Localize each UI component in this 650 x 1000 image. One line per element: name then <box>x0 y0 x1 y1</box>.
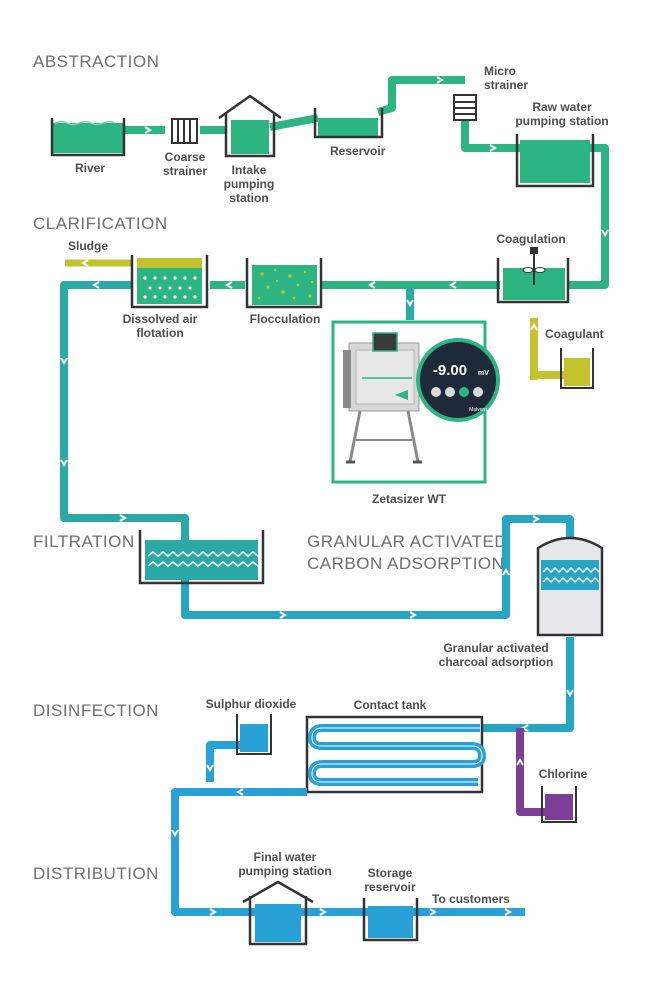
chlorine-tank <box>541 786 577 823</box>
daf-label-2: flotation <box>136 326 183 340</box>
daf-label-1: Dissolved air <box>123 312 198 326</box>
river-label: River <box>75 161 105 175</box>
coagulation-label: Coagulation <box>496 232 565 246</box>
sulphur-dioxide-label: Sulphur dioxide <box>206 697 297 711</box>
to-customers-label: To customers <box>432 892 510 906</box>
micro-strainer <box>453 94 477 121</box>
final-pumping-label-2: pumping station <box>238 864 331 878</box>
chlorine-label: Chlorine <box>539 767 588 781</box>
clarification-arrows <box>60 259 538 522</box>
storage-label-1: Storage <box>368 866 413 880</box>
screen-brand: Malvern <box>469 407 487 413</box>
section-abstraction: ABSTRACTION <box>33 52 159 71</box>
reservoir-tank <box>313 108 384 139</box>
filtration-tank <box>138 530 265 585</box>
intake-label-1: Intake <box>232 163 267 177</box>
zetasizer-panel: -9.00 mV Malvern <box>331 320 500 484</box>
abstraction-arrows <box>144 76 609 237</box>
coarse-strainer-label-1: Coarse <box>165 150 206 164</box>
raw-water-label-1: Raw water <box>532 100 592 114</box>
section-filtration: FILTRATION <box>33 532 135 551</box>
zeta-unit: mV <box>478 370 489 377</box>
zeta-value: -9.00 <box>433 362 467 379</box>
river-tank <box>50 118 126 157</box>
sulphur-dioxide-tank <box>236 714 272 755</box>
raw-water-pumping-station <box>515 134 595 188</box>
coarse-strainer <box>171 118 198 144</box>
zetasizer-label: Zetasizer WT <box>372 492 447 506</box>
coarse-strainer-label-2: strainer <box>163 164 207 178</box>
abstraction-pipes <box>125 76 609 289</box>
micro-strainer-label-2: strainer <box>484 78 528 92</box>
sludge-label: Sludge <box>68 239 108 253</box>
section-gac-line2: CARBON ADSORPTION <box>307 554 504 573</box>
contact-tank <box>305 715 487 794</box>
storage-reservoir <box>362 898 419 942</box>
section-clarification: CLARIFICATION <box>33 214 168 233</box>
flocculation-tank <box>245 258 323 309</box>
micro-strainer-label-1: Micro <box>484 64 516 78</box>
section-disinfection: DISINFECTION <box>33 701 159 720</box>
gac-label-1: Granular activated <box>443 641 548 655</box>
intake-pumping-station <box>218 94 282 158</box>
disinfection-arrows <box>171 758 524 916</box>
section-distribution: DISTRIBUTION <box>33 864 159 883</box>
flocculation-label: Flocculation <box>250 312 321 326</box>
coagulant-label: Coagulant <box>545 327 604 341</box>
storage-label-2: reservoir <box>364 880 416 894</box>
gac-vessel <box>536 536 604 637</box>
section-gac-line1: GRANULAR ACTIVATED <box>307 532 507 551</box>
final-pumping-station <box>242 880 314 946</box>
gac-label-2: charcoal adsorption <box>439 655 554 669</box>
dissolved-air-flotation-tank <box>130 255 209 309</box>
filtration-pipes <box>181 515 574 732</box>
coagulation-tank <box>496 247 570 304</box>
intake-label-2: pumping <box>224 177 275 191</box>
contact-tank-label: Contact tank <box>354 698 427 712</box>
intake-label-3: station <box>229 191 268 205</box>
reservoir-label: Reservoir <box>330 144 386 158</box>
final-pumping-label-1: Final water <box>254 850 317 864</box>
coagulant-tank <box>560 348 594 389</box>
raw-water-label-2: pumping station <box>515 114 608 128</box>
